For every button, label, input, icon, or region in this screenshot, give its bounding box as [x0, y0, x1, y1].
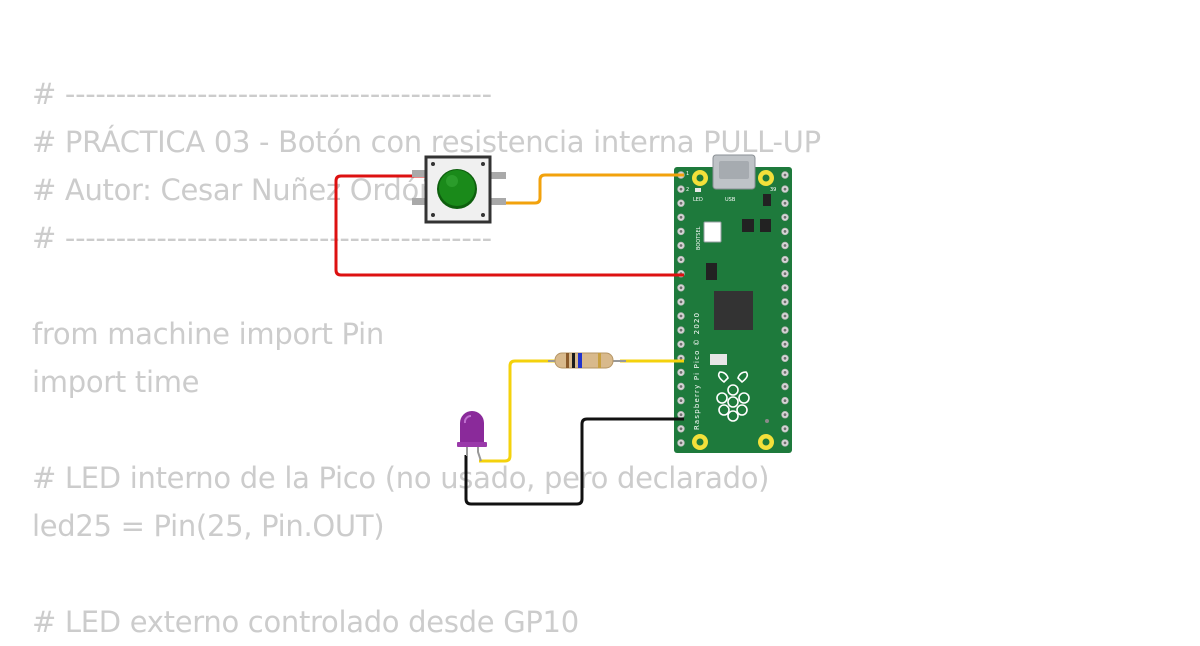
smd-chip	[710, 354, 727, 365]
wire-red[interactable]	[334, 174, 684, 277]
code-line: # --------------------------------------…	[32, 77, 492, 111]
pin-hole	[679, 371, 683, 374]
code-line: from machine import Pin	[32, 317, 384, 351]
pin-hole	[679, 427, 683, 431]
pin-hole	[783, 427, 787, 431]
pin2-label: 2	[686, 187, 689, 193]
button-leg	[488, 198, 506, 205]
pin-hole	[783, 413, 787, 417]
purple-led[interactable]	[457, 411, 487, 462]
pin-hole	[679, 314, 683, 318]
code-line: # PRÁCTICA 03 - Botón con resistencia in…	[32, 125, 821, 159]
board-vertical-label: Raspberry Pi Pico © 2020	[693, 312, 701, 430]
pin-hole	[783, 201, 787, 205]
bootsel-label: BOOTSEL	[696, 226, 702, 250]
button-leg	[412, 198, 430, 205]
circuit-diagram: LED USB 1 2 39 BOOTSEL Raspberry Pi Pico…	[334, 154, 792, 506]
pin-hole	[679, 286, 683, 290]
bootsel-button[interactable]	[703, 221, 722, 243]
pin-hole	[783, 371, 787, 374]
smd-chip	[763, 194, 771, 206]
code-line: # LED interno de la Pico (no usado, pero…	[32, 461, 770, 495]
pin39-label: 39	[770, 187, 776, 193]
pin-hole	[679, 230, 683, 233]
pin-hole	[679, 342, 683, 346]
pin-hole	[679, 356, 683, 360]
wire-yellow-led[interactable]	[479, 359, 556, 463]
pin-hole	[679, 244, 683, 247]
pin-hole	[783, 399, 787, 402]
pin-hole	[679, 187, 683, 191]
button-leg	[488, 172, 506, 179]
rp2040-chip	[714, 291, 753, 330]
pin-hole	[679, 385, 683, 388]
button-cap[interactable]	[439, 170, 475, 206]
pin-hole	[783, 187, 787, 191]
pin-hole	[679, 399, 683, 402]
pin-hole	[679, 258, 683, 261]
pin-hole	[679, 215, 683, 219]
led-body	[460, 411, 484, 445]
pin-hole	[783, 244, 787, 247]
pin-hole	[783, 314, 787, 318]
pin-hole	[679, 201, 683, 205]
resistor-band	[598, 353, 601, 368]
code-line: import time	[32, 365, 200, 399]
pin1-label: 1	[686, 171, 689, 177]
usb-label: USB	[725, 197, 736, 203]
pin-hole	[783, 300, 787, 304]
pico-board[interactable]: LED USB 1 2 39 BOOTSEL Raspberry Pi Pico…	[674, 154, 792, 453]
wire-black-gnd[interactable]	[464, 417, 684, 506]
pin-hole	[783, 215, 787, 219]
code-line: led25 = Pin(25, Pin.OUT)	[32, 509, 385, 543]
pin-hole	[679, 328, 683, 332]
onboard-led	[695, 188, 701, 192]
pin-hole	[783, 441, 787, 445]
pin-hole	[783, 230, 787, 233]
pin-hole	[783, 385, 787, 388]
resistor-band	[566, 353, 569, 368]
left-pin-header	[677, 171, 685, 447]
pin-hole	[679, 300, 683, 304]
right-pin-header	[781, 171, 789, 447]
smd-chip	[760, 219, 771, 232]
button-leg	[412, 170, 430, 177]
led-label: LED	[693, 197, 703, 203]
pin-hole	[783, 328, 787, 332]
wire-orange[interactable]	[498, 173, 684, 205]
resistor-band	[572, 353, 575, 368]
pin-hole	[783, 272, 787, 276]
pin-hole	[679, 441, 683, 445]
code-line: # --------------------------------------…	[32, 221, 492, 255]
pin-hole	[783, 258, 787, 261]
smd-chip	[742, 219, 754, 232]
pin-hole	[783, 286, 787, 290]
raspberry-logo-icon	[716, 371, 750, 422]
pin-hole	[783, 356, 787, 360]
pin-hole	[783, 173, 787, 177]
resistor-band	[578, 353, 582, 368]
pin-hole	[783, 342, 787, 346]
smd-chip	[706, 263, 717, 280]
resistor[interactable]	[548, 352, 626, 369]
pin-hole	[679, 413, 683, 417]
pushbutton[interactable]	[412, 155, 506, 224]
